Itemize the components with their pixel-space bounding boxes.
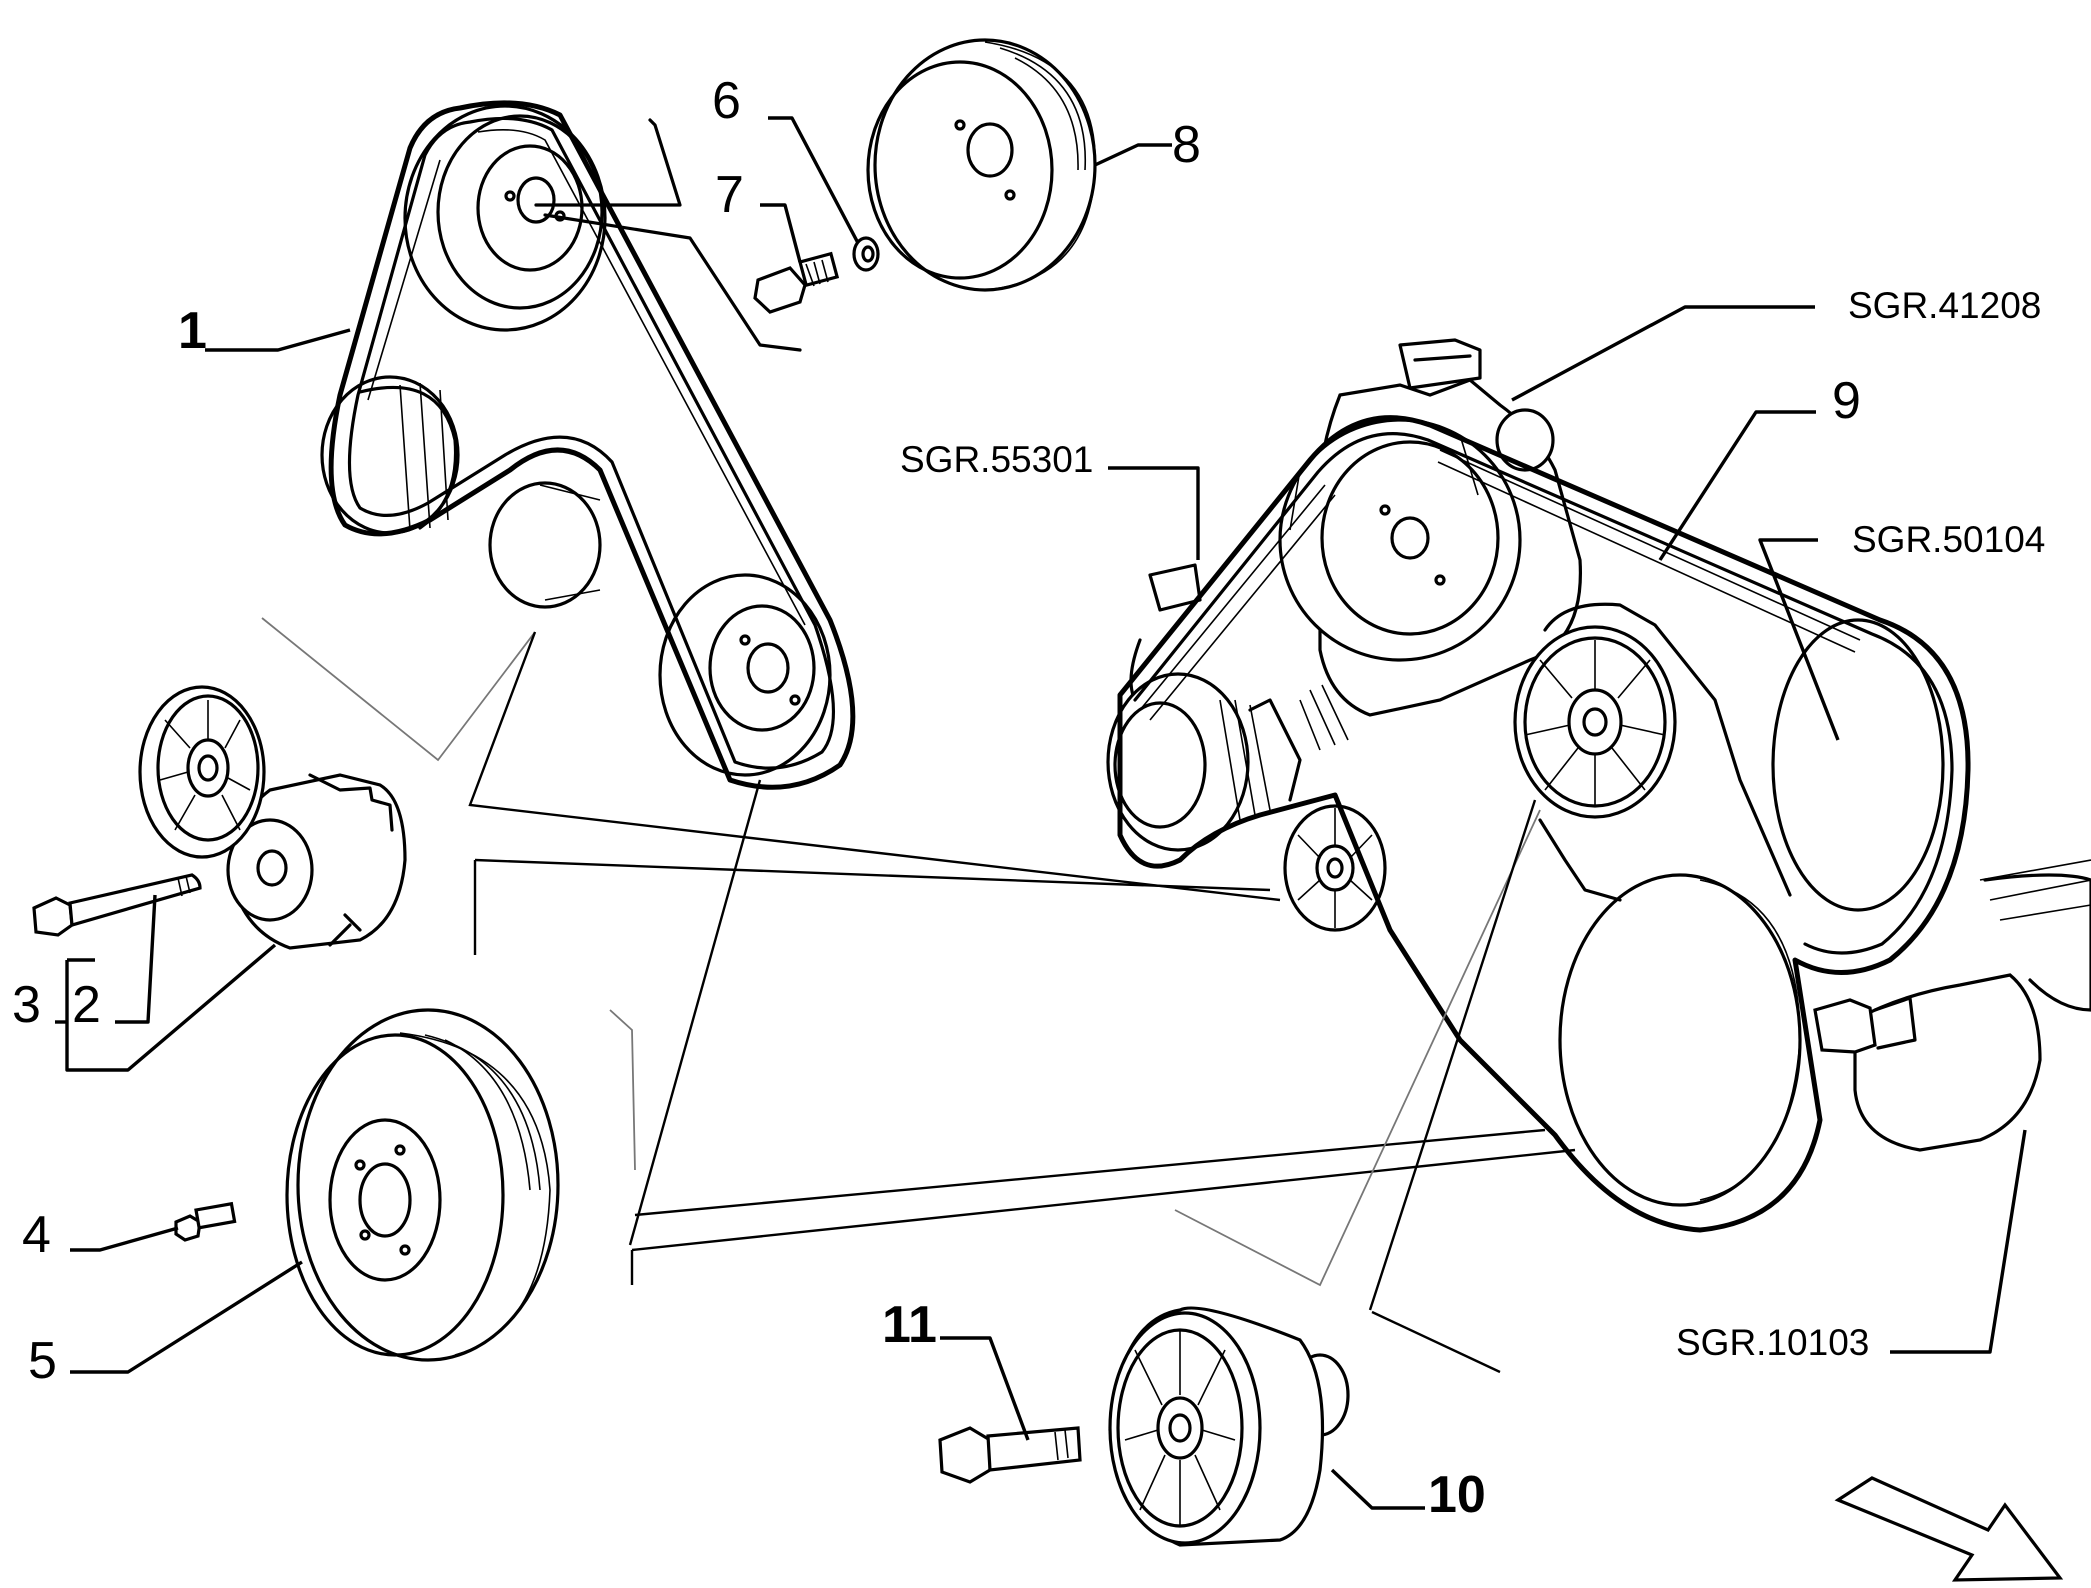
- crankshaft-pulley: [1558, 873, 1802, 1207]
- leader-lines: [55, 116, 2027, 1510]
- crankshaft-stub: [1813, 859, 2091, 1152]
- label-sgr-55301: SGR.55301: [900, 439, 1093, 480]
- part-6-washer: [852, 236, 880, 272]
- label-sgr-10103: SGR.10103: [1676, 1322, 1869, 1363]
- label-part-2: 2: [72, 976, 101, 1034]
- part-7-bolt: [753, 251, 840, 314]
- exploded-projection-lines: [261, 617, 1576, 1374]
- part-8-pulley: [866, 38, 1097, 292]
- label-part-6: 6: [712, 72, 741, 130]
- label-part-9: 9: [1832, 372, 1861, 430]
- part-11-bolt: [938, 1426, 1082, 1484]
- right-large-pulley: [1771, 618, 1945, 912]
- upper-pulley: [403, 104, 607, 332]
- part-3-bolt: [32, 873, 202, 937]
- part-5-pulley: [285, 1008, 560, 1362]
- left-small-pulley: [1106, 672, 1349, 852]
- lower-belt-1-pulley: [658, 573, 832, 777]
- belt-1-idler: [488, 481, 602, 609]
- part-labels: 1 2 3 4 5 6 7 8 9 10 11 SGR.41208 SGR.55…: [12, 72, 2045, 1524]
- middle-left-pulley: [320, 375, 460, 535]
- lower-spoked-idler: [1283, 804, 1387, 932]
- label-sgr-50104: SGR.50104: [1852, 519, 2045, 560]
- label-part-1: 1: [178, 302, 207, 360]
- right-spoked-idler: [1513, 625, 1677, 819]
- tensioner-assembly: [138, 685, 407, 950]
- part-4-screw: [174, 1201, 237, 1242]
- part-10-idler: [1108, 1306, 1350, 1547]
- belt-1-assembly: [320, 100, 856, 790]
- label-part-7: 7: [715, 166, 744, 224]
- label-part-3: 3: [12, 976, 41, 1034]
- label-part-8: 8: [1172, 116, 1201, 174]
- label-part-5: 5: [28, 1332, 57, 1390]
- belt-1: [328, 100, 856, 790]
- belt-9-assembly: [1106, 338, 2091, 1233]
- label-part-11: 11: [882, 1296, 937, 1354]
- belt-9: [1117, 415, 1971, 1233]
- label-part-4: 4: [22, 1206, 51, 1264]
- label-part-10: 10: [1428, 1466, 1486, 1524]
- label-sgr-41208: SGR.41208: [1848, 285, 2041, 326]
- direction-arrow-icon: [1834, 1476, 2064, 1582]
